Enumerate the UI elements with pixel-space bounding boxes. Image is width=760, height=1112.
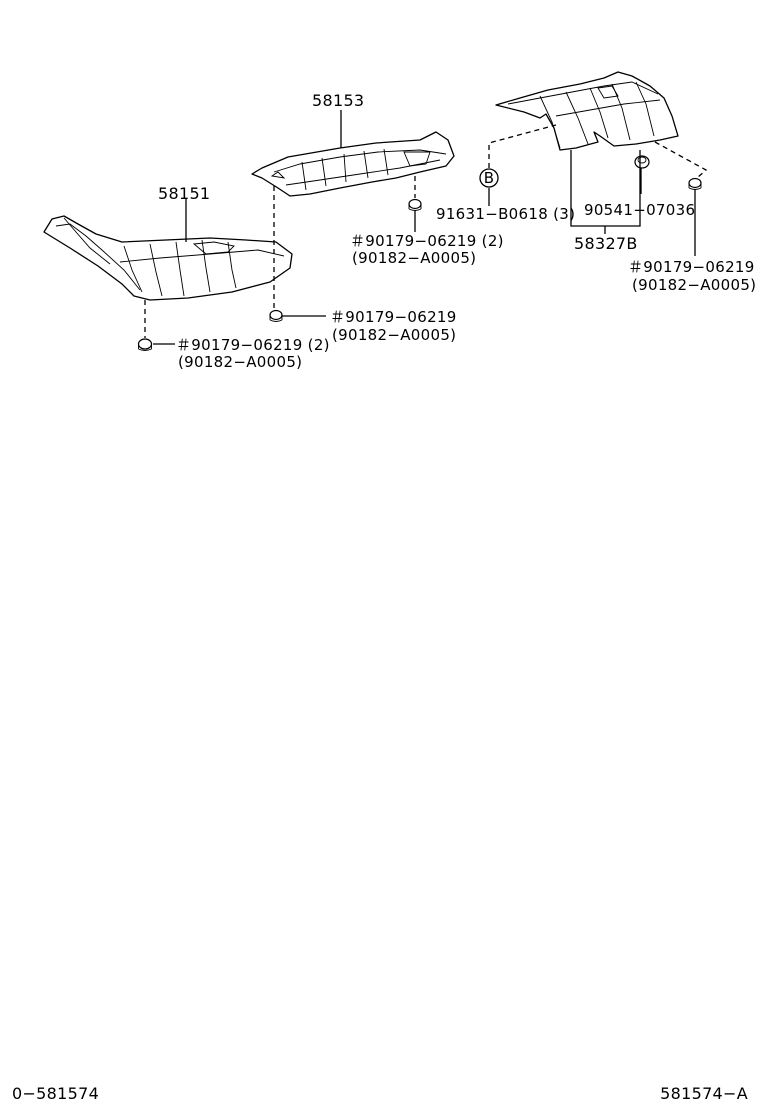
label-grommet-90541: 90541−07036 [584,201,695,219]
label-nut-top-mid: ＃90179−06219 (2) [350,232,504,250]
label-nut-left-alt: (90182−A0005) [178,353,302,371]
nut-center-icon[interactable] [269,309,283,322]
label-nut-right: ＃90179−06219 [628,258,755,276]
nut-top-mid-icon[interactable] [408,198,422,211]
label-58151: 58151 [158,184,210,203]
nut-right-icon[interactable] [688,177,702,190]
leader-lines [153,110,696,345]
label-nut-center-alt: (90182−A0005) [332,326,456,344]
footer-left-code: 0−581574 [12,1084,99,1103]
label-nut-center: ＃90179−06219 [330,308,457,326]
heat-insulator-58327b[interactable] [495,71,679,151]
installation-dashed-lines [144,124,708,338]
label-nut-right-alt: (90182−A0005) [632,276,756,294]
label-nut-top-mid-alt: (90182−A0005) [352,249,476,267]
footer-right-code: 581574−A [660,1084,748,1103]
label-bolt-91631: 91631−B0618 (3) [436,205,575,223]
label-nut-left: ＃90179−06219 (2) [176,336,330,354]
label-58327b: 58327B [574,234,638,253]
ref-marker-b: B [479,168,499,188]
heat-insulator-58153[interactable] [251,131,455,197]
nut-left-icon[interactable] [137,338,153,351]
heat-insulator-58151[interactable] [43,215,293,301]
ref-marker-b-label: B [484,169,495,187]
grommet-icon[interactable] [634,155,650,169]
label-58153: 58153 [312,91,364,110]
